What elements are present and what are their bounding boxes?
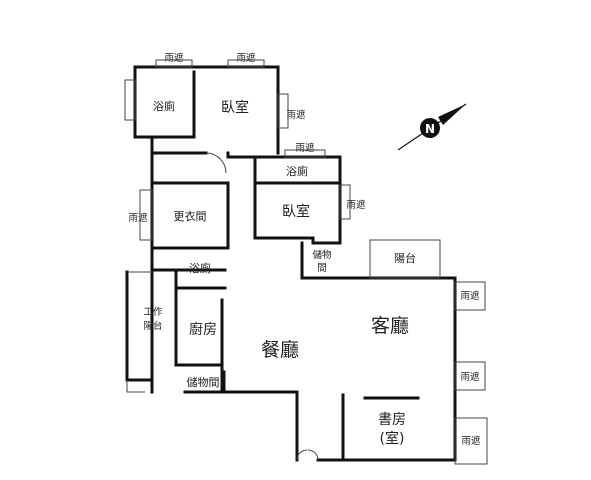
window-bath-master-left: [124, 79, 136, 121]
window-bath-top: [284, 149, 326, 158]
window-bedroom-right: [277, 93, 289, 129]
wall-corridor-top: [226, 151, 342, 245]
wall-bottom-left: [222, 390, 299, 462]
window-label-closet-left: 雨遮: [128, 212, 148, 224]
window-right-3: [454, 417, 488, 465]
balcony-outline: [369, 239, 441, 279]
wall-bath2: [253, 155, 342, 245]
room-label-bath-master: 浴廁: [153, 99, 175, 113]
window-label-right-2: 雨遮: [460, 371, 480, 383]
room-label-work-balcony-2: 陽台: [143, 320, 162, 332]
window-label-bedroom-right: 雨遮: [286, 109, 306, 121]
room-label-bedroom-2: 臥室: [282, 203, 310, 220]
room-label-bedroom-master: 臥室: [221, 99, 249, 116]
room-label-kitchen: 廚房: [189, 321, 217, 338]
window-label-right-1: 雨遮: [460, 290, 480, 302]
window-closet-left: [139, 189, 153, 241]
room-label-bath-3: 浴廁: [189, 261, 211, 275]
door-swing-front: [296, 449, 319, 461]
room-label-living: 客廳: [371, 315, 409, 337]
room-label-storage-1b: 間: [317, 263, 327, 274]
room-label-bath-2: 浴廁: [286, 164, 308, 178]
room-label-closet: 更衣間: [174, 209, 207, 223]
room-label-study-2: (室): [380, 430, 405, 447]
window-top-2: [227, 59, 265, 68]
room-label-work-balcony-1: 工作: [143, 306, 163, 318]
window-bedroom2-right: [339, 184, 351, 220]
room-label-dining: 餐廳: [261, 339, 299, 361]
room-label-storage-2: 儲物間: [187, 375, 220, 389]
wall-kitchen: [174, 270, 224, 367]
window-top-1: [155, 59, 193, 68]
window-label-bath-top: 雨遮: [295, 142, 315, 154]
window-label-bedroom2-right: 雨遮: [346, 199, 366, 211]
window-label-right-3: 雨遮: [461, 435, 481, 447]
door-swing-closet: [205, 152, 227, 174]
wall-closet: [150, 181, 230, 250]
compass-north-letter: N: [425, 122, 435, 136]
room-label-study-1: 書房: [378, 412, 406, 428]
room-label-storage-1: 儲物: [312, 249, 332, 261]
work-balcony-outer: [126, 271, 152, 393]
window-label-top-1: 雨遮: [164, 52, 184, 64]
compass-icon: N: [397, 103, 467, 151]
window-right-1: [454, 281, 486, 311]
room-label-balcony: 陽台: [394, 251, 416, 265]
window-right-2: [454, 361, 486, 391]
window-label-top-2: 雨遮: [236, 52, 256, 64]
